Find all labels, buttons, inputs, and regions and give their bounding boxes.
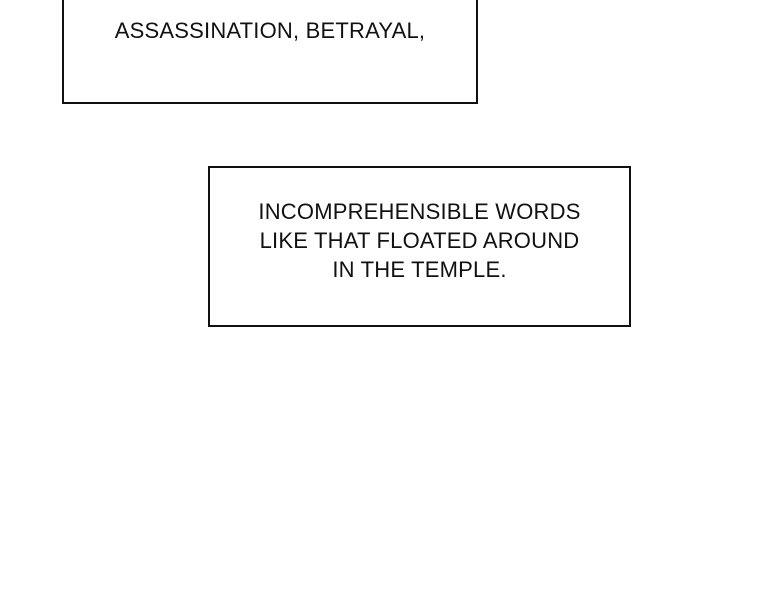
narration-text-top: ASSASSINATION, BETRAYAL,	[114, 18, 426, 43]
narration-text-middle: INCOMPREHENSIBLE WORDS LIKE THAT FLOATED…	[258, 199, 581, 282]
narration-box-top: ASSASSINATION, BETRAYAL,	[62, 0, 478, 104]
narration-box-middle: INCOMPREHENSIBLE WORDS LIKE THAT FLOATED…	[208, 166, 631, 327]
